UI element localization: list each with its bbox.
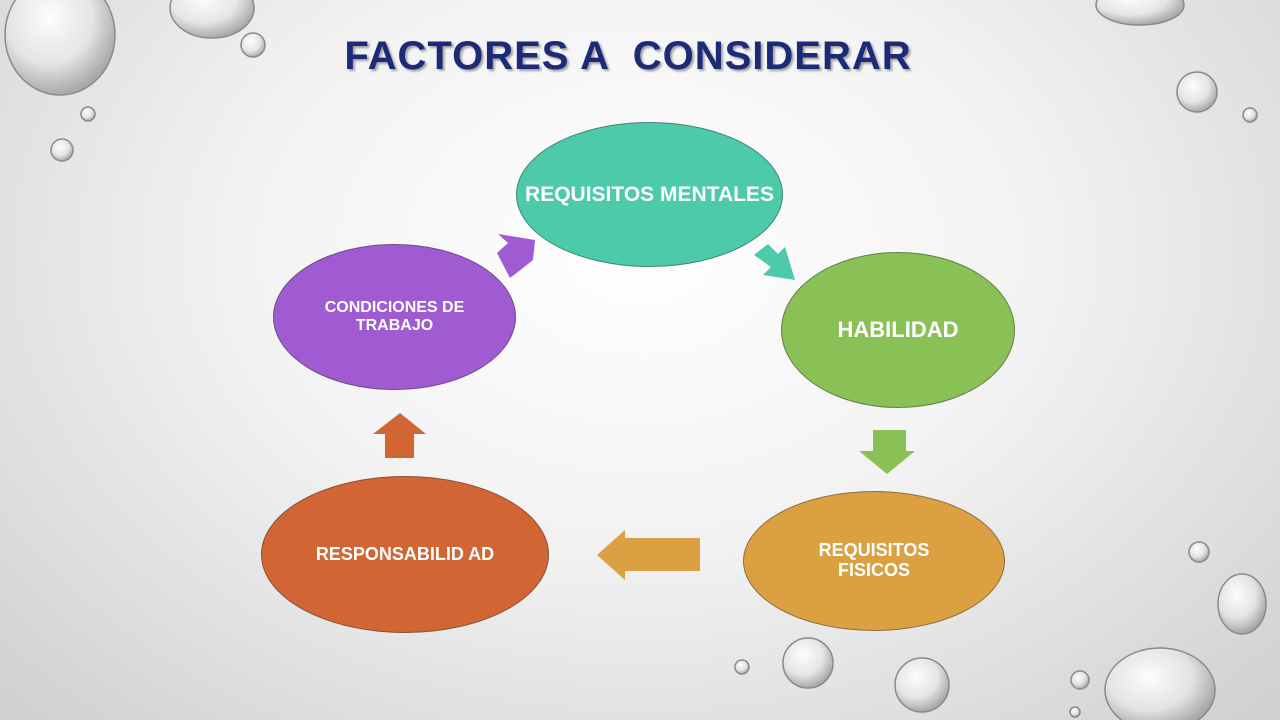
arrow-condiciones-to-mentales [497,234,535,278]
node-requisitos-mentales: REQUISITOS MENTALES [516,122,783,267]
arrow-fisicos-to-responsabilidad [597,530,700,580]
arrow-habilidad-to-fisicos [859,430,915,474]
node-label: REQUISITOS MENTALES [525,182,774,206]
node-label: RESPONSABILID AD [315,543,495,564]
node-requisitos-fisicos: REQUISITOS FISICOS [743,491,1005,631]
node-label: HABILIDAD [837,316,959,342]
arrow-mentales-to-habilidad [754,244,795,280]
node-label: REQUISITOS FISICOS [818,540,930,580]
node-label: CONDICIONES DE TRABAJO [324,299,465,334]
arrow-responsabilidad-to-condiciones [373,413,426,458]
node-condiciones-de-trabajo: CONDICIONES DE TRABAJO [273,244,516,390]
node-habilidad: HABILIDAD [781,252,1015,408]
node-responsabilidad: RESPONSABILID AD [261,476,549,633]
slide-title: FACTORES A CONSIDERAR [344,34,912,78]
